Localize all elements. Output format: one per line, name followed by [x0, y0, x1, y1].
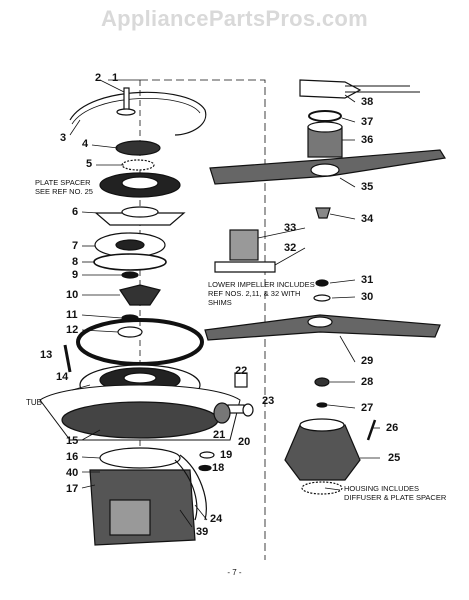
part-3-wire-harness [69, 91, 207, 136]
callout-18: 18 [212, 462, 225, 474]
callout-23: 23 [262, 395, 275, 407]
callout-14: 14 [56, 371, 69, 383]
callout-36: 36 [361, 134, 374, 146]
callout-32: 32 [284, 242, 297, 254]
part-10-impeller [119, 284, 161, 306]
housing-note: HOUSING INCLUDES DIFFUSER & PLATE SPACER [344, 484, 446, 502]
part-18-nut [198, 464, 212, 472]
callout-1: 1 [112, 72, 119, 84]
callout-31: 31 [361, 274, 374, 286]
callout-16: 16 [66, 451, 79, 463]
callout-2: 2 [95, 72, 102, 84]
callout-6: 6 [72, 206, 79, 218]
part-12-seal [117, 326, 143, 338]
callout-39: 39 [196, 526, 209, 538]
callout-3: 3 [60, 132, 67, 144]
part-19-washer [199, 451, 215, 459]
callout-5: 5 [86, 158, 93, 170]
callout-30: 30 [361, 291, 374, 303]
callout-25: 25 [388, 452, 401, 464]
part-2-screw [123, 87, 130, 113]
part-5-gear [121, 159, 155, 171]
part-21-gear [213, 402, 231, 424]
callout-35: 35 [361, 181, 374, 193]
callout-9: 9 [72, 269, 79, 281]
callout-40: 40 [66, 467, 79, 479]
callout-7: 7 [72, 240, 79, 252]
callout-8: 8 [72, 256, 79, 268]
callout-17: 17 [66, 483, 79, 495]
callout-22: 22 [235, 365, 248, 377]
part-28-bushing [314, 377, 330, 387]
part-25-housing [284, 424, 361, 481]
page-number: - 7 - [227, 568, 242, 577]
plate-spacer-note-line2: SEE REF NO. 25 [35, 187, 93, 196]
part-4-cap [115, 140, 161, 156]
part-26-screw [366, 419, 377, 441]
part-38-feed-tube [299, 79, 362, 99]
callout-29: 29 [361, 355, 374, 367]
lower-impeller-note: LOWER IMPELLER INCLUDES REF NOS. 2,11, &… [208, 280, 315, 307]
callout-19: 19 [220, 449, 233, 461]
part-8-gasket [93, 253, 167, 271]
housing-note-line1: HOUSING INCLUDES [344, 484, 420, 493]
callout-38: 38 [361, 96, 374, 108]
part-32-shim [214, 261, 276, 273]
impeller-note-line1: LOWER IMPELLER INCLUDES [208, 280, 315, 289]
part-34-nut [315, 207, 331, 219]
part-16-motor-top [99, 447, 181, 469]
plate-spacer-note-line1: PLATE SPACER [35, 178, 91, 187]
callout-10: 10 [66, 289, 79, 301]
callout-4: 4 [82, 138, 89, 150]
callout-11: 11 [66, 309, 78, 321]
part-30-washer [313, 294, 331, 302]
tub-label: TUB [26, 398, 42, 407]
callout-20: 20 [238, 436, 251, 448]
callout-24: 24 [210, 513, 223, 525]
callout-34: 34 [361, 213, 374, 225]
impeller-note-line3: SHIMS [208, 298, 232, 307]
part-33-bushing [229, 229, 259, 261]
callout-33: 33 [284, 222, 297, 234]
callout-13: 13 [40, 349, 53, 361]
part-27-washer [316, 402, 328, 408]
callout-28: 28 [361, 376, 374, 388]
part-39-wires [179, 454, 207, 521]
callout-12: 12 [66, 324, 79, 336]
watermark: AppliancePartsPros.com [100, 6, 369, 31]
callout-37: 37 [361, 116, 374, 128]
impeller-note-line2: REF NOS. 2,11, & 32 WITH [208, 289, 301, 298]
housing-note-line2: DIFFUSER & PLATE SPACER [344, 493, 447, 502]
part-9-washer [121, 271, 139, 279]
callout-15: 15 [66, 435, 79, 447]
part-22-bushing [234, 372, 248, 388]
plate-spacer-note: PLATE SPACER SEE REF NO. 25 [35, 178, 93, 196]
part-37-ring [308, 110, 342, 122]
callout-27: 27 [361, 402, 374, 414]
part-13-ring-gasket [76, 318, 204, 366]
callout-21: 21 [213, 429, 226, 441]
part-31-nut [315, 279, 329, 287]
part-13-bolt [63, 344, 72, 373]
callout-26: 26 [386, 422, 399, 434]
part-23-clip [242, 403, 254, 417]
